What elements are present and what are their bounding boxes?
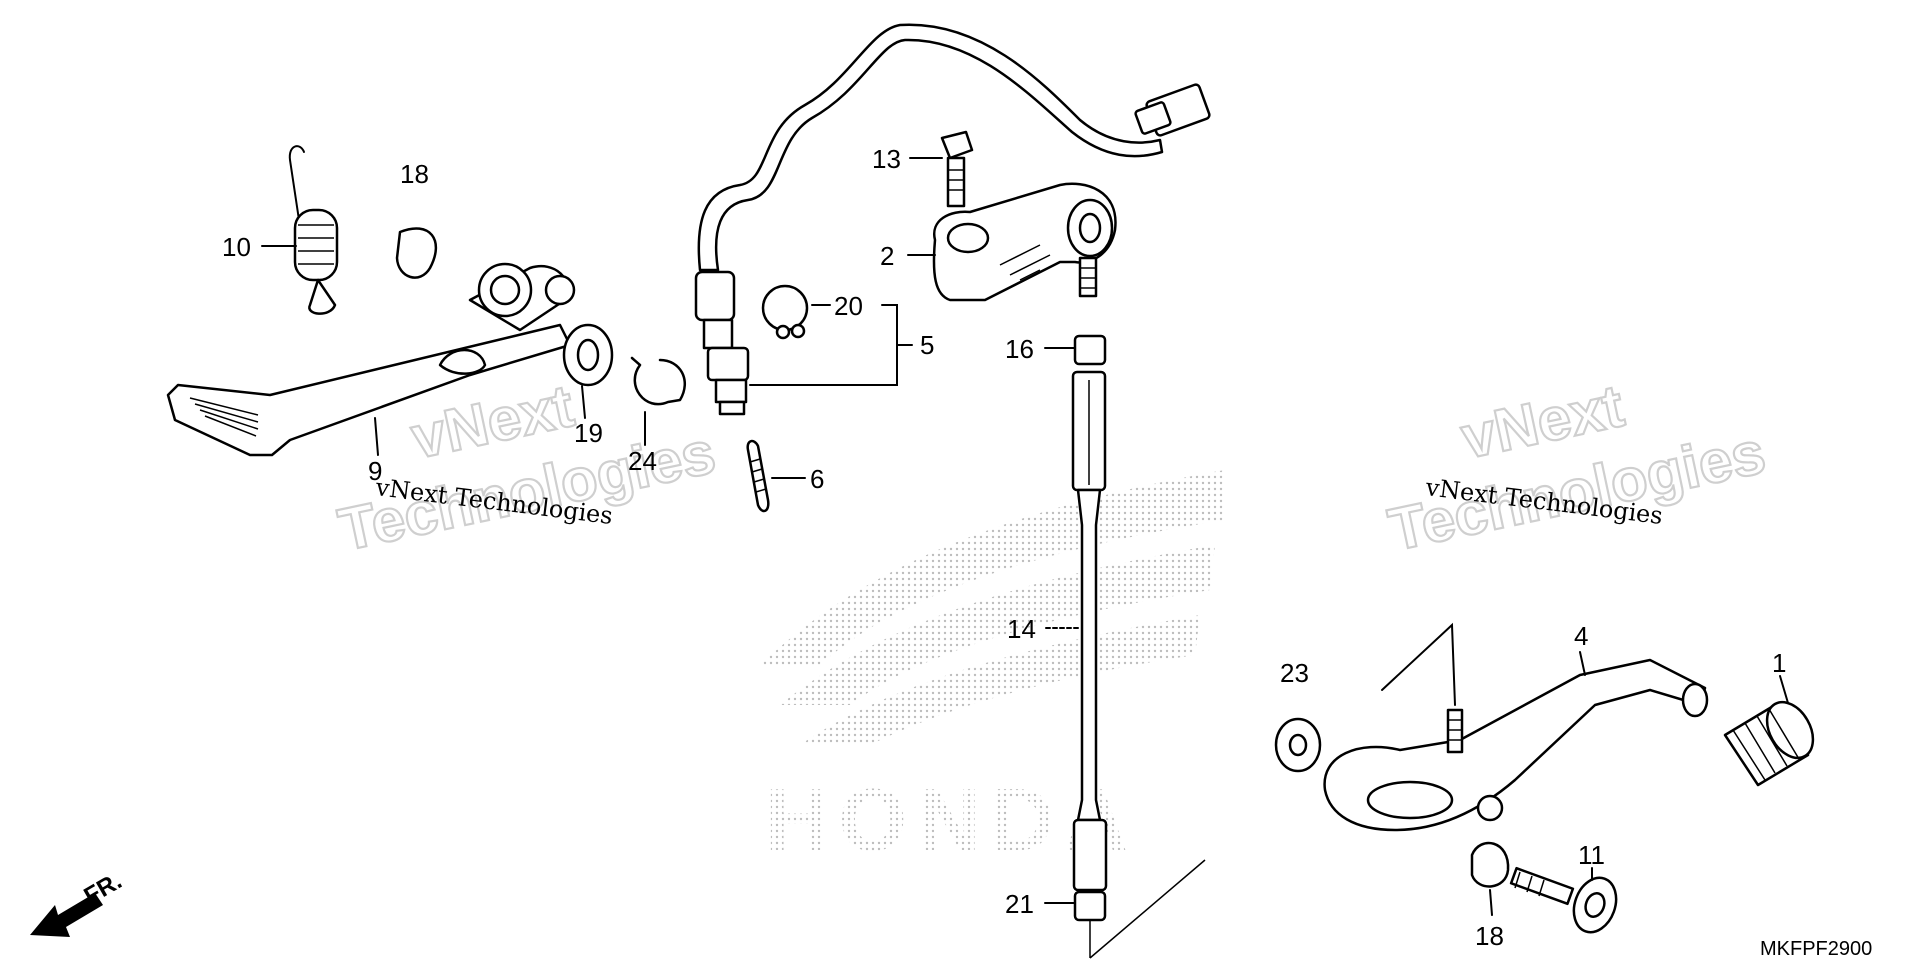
callout-9: 9 (368, 456, 382, 486)
watermark-right: vNext Technologies (1382, 371, 1772, 565)
callout-6: 6 (810, 464, 824, 494)
callout-2: 2 (880, 241, 894, 271)
part-10-spring (288, 145, 339, 315)
part-2-shift-arm (932, 182, 1117, 302)
part-18-washer-bottom (1470, 841, 1510, 888)
part-4-shift-pedal (1323, 658, 1709, 832)
callout-4: 4 (1574, 621, 1588, 651)
part-9-brake-pedal (166, 262, 576, 457)
part-11-pin-bolt (1509, 866, 1618, 934)
callout-14: 14 (1007, 614, 1036, 644)
callout-21: 21 (1005, 889, 1034, 919)
part-21-nut (1073, 890, 1107, 922)
part-14-shift-rod (1071, 370, 1108, 892)
honda-logo-text: HONDA (765, 770, 1138, 869)
callout-20: 20 (834, 291, 863, 321)
callout-24: 24 (628, 446, 657, 476)
front-direction-arrow: FR. (30, 867, 126, 937)
part-20-o-ring (761, 284, 809, 340)
callout-18-top: 18 (400, 159, 429, 189)
callout-13: 13 (872, 144, 901, 174)
part-24-snap-ring (630, 356, 686, 406)
callout-18-bottom: 18 (1475, 921, 1504, 951)
part-18-washer-top (395, 227, 438, 279)
callout-11: 11 (1578, 840, 1605, 870)
honda-wing-logo: HONDA (760, 470, 1225, 869)
callout-23: 23 (1280, 658, 1309, 688)
callout-10: 10 (222, 232, 251, 262)
part-16-nut (1073, 334, 1107, 366)
part-1-pedal-rubber (1723, 700, 1815, 787)
callout-1: 1 (1772, 648, 1786, 678)
part-5-shift-sensor (694, 23, 1211, 416)
part-13-bolt (940, 130, 974, 208)
callout-16: 16 (1005, 334, 1034, 364)
part-6-spring (746, 439, 770, 513)
callout-5: 5 (920, 330, 934, 360)
callout-19: 19 (574, 418, 603, 448)
diagram-code: MKFPF2900 (1760, 938, 1872, 960)
